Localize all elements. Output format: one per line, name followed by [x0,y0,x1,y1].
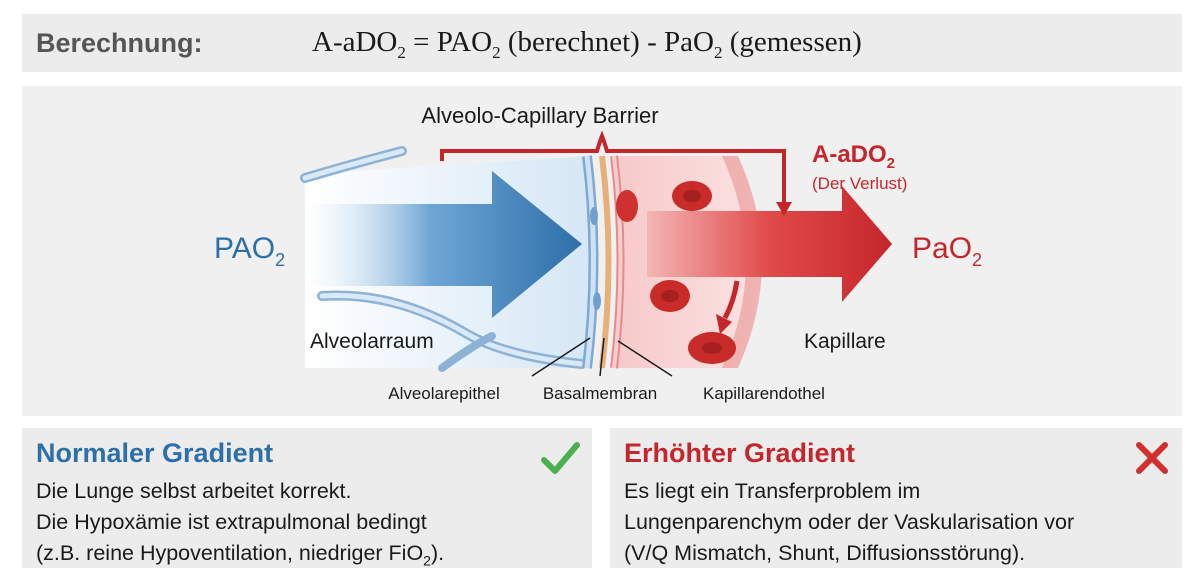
basement-membrane [599,155,612,369]
barrier-bracket [440,130,786,206]
normal-gradient-text: Die Lunge selbst arbeitet korrekt. Die H… [36,479,445,569]
calculation-formula: A-aDO2 = PAO2 (berechnet) - PaO2 (gemess… [312,26,862,62]
pao2-arrow [305,171,582,318]
region-alveolar-label: Alveolarraum [310,330,434,353]
layer-label-basement-membrane: Basalmembran [543,384,657,403]
region-capillary-label: Kapillare [804,330,886,353]
check-icon [541,442,580,474]
pao2-label: PAO2 [214,232,285,270]
barrier-title: Alveolo-Capillary Barrier [421,103,658,128]
blood-flow-arrow [722,280,740,320]
gradient-label: A-aDO2 [812,141,895,172]
gradient-note: (Der Verlust) [812,174,907,193]
cross-icon [1136,442,1168,474]
calculation-label: Berechnung: [36,28,203,58]
barrier-diagram: Alveolo-Capillary Barrier PAO2 PaO2 A-aD… [22,86,1182,416]
layer-label-epithelium: Alveolarepithel [388,384,500,403]
barrier-illustration: Alveolo-Capillary Barrier PAO2 PaO2 A-aD… [214,103,982,403]
red-blood-cell [616,190,638,222]
calculation-bar: Berechnung: A-aDO2 = PAO2 (berechnet) - … [22,14,1182,72]
gradient-arrow-head [776,202,792,216]
capillary-wall [722,156,762,368]
normal-gradient-title: Normaler Gradient [36,438,274,468]
elevated-gradient-title: Erhöhter Gradient [624,438,856,468]
layer-label-endothelium: Kapillarendothel [703,384,825,403]
normal-gradient-panel: Normaler Gradient Die Lunge selbst arbei… [22,428,592,568]
elevated-gradient-text: Es liegt ein Transferproblem im Lungenpa… [624,479,1075,565]
pao2-arterial-arrow [647,186,892,302]
pao2-arterial-label: PaO2 [912,232,982,270]
elevated-gradient-panel: Erhöhter Gradient Es liegt ein Transferp… [610,428,1182,568]
